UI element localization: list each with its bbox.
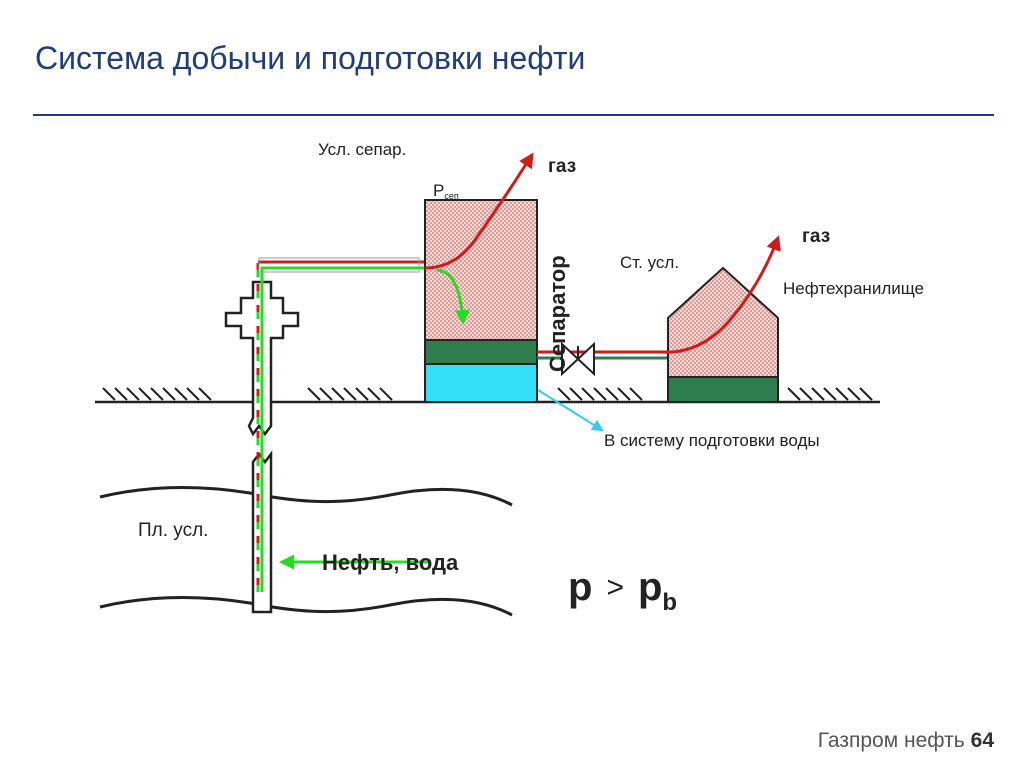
flowline-pipe: [258, 257, 420, 273]
separator-gas-outflow: [424, 152, 534, 270]
page-number: 64: [970, 729, 994, 752]
water-outflow-arrow: [537, 389, 605, 432]
reservoir-conditions-label: Пл. усл.: [138, 520, 208, 541]
inflow-label: Нефть, вода: [322, 550, 459, 575]
separator-pressure-label: Pсеп: [433, 181, 459, 201]
separator-tank: [424, 199, 538, 403]
pressure-condition: p>pb: [568, 565, 677, 616]
water-system-label: В систему подготовки воды: [604, 431, 820, 450]
page-title: Система добычи и подготовки нефти: [35, 40, 586, 76]
separator-label: Сепаратор: [545, 255, 570, 372]
storage-conditions-label: Ст. усл.: [620, 253, 679, 272]
gas-label-storage: газ: [802, 226, 830, 247]
title-divider: [33, 114, 994, 116]
separator-conditions-label: Усл. сепар.: [318, 140, 406, 159]
flowline-gas: [256, 260, 440, 592]
storage-gas-outflow: [659, 235, 781, 354]
separator-liquid-drop: [436, 268, 470, 325]
footer-brand: Газпром нефть: [817, 729, 965, 752]
gas-label-separator: газ: [548, 156, 576, 177]
storage-tank: [667, 266, 779, 403]
storage-label: Нефтехранилище: [783, 279, 924, 298]
valve-icon: [561, 341, 595, 377]
reservoir-layer: [99, 485, 513, 617]
